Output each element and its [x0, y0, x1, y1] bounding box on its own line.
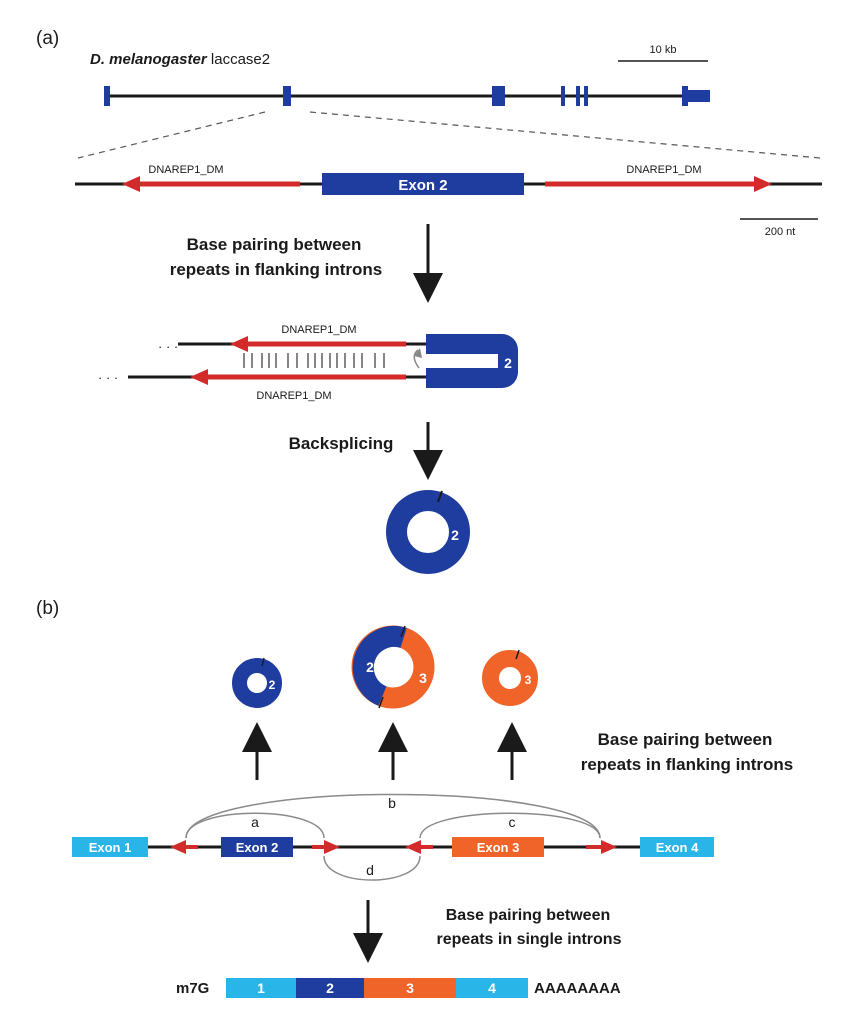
paired-repeat-bottom-label: DNAREP1_DM — [256, 390, 331, 402]
gene-title: D. melanogaster laccase2 — [90, 51, 270, 68]
scale-zoom-label: 200 nt — [765, 226, 796, 238]
step-flank-b-line1: Base pairing between — [598, 730, 773, 749]
junction-mark-2a — [400, 625, 406, 638]
gene-exon-3 — [492, 86, 505, 106]
step-flank-text-line2: repeats in flanking introns — [170, 260, 383, 279]
repeat-arrow-3-head — [405, 840, 421, 854]
scale-gene-label: 10 kb — [650, 44, 677, 56]
arc-d — [323, 855, 421, 881]
gene-exon-6 — [584, 86, 588, 106]
repeat-arrow-4-head — [601, 840, 617, 854]
hairpin-exon-number: 2 — [504, 355, 512, 371]
circrna-exon2-3-blue — [352, 625, 407, 706]
gene-species: D. melanogaster — [90, 51, 208, 68]
step-flank-text-line1: Base pairing between — [187, 235, 362, 254]
gene-exon-7 — [682, 86, 688, 106]
mrna-exon-3-label: 3 — [406, 980, 414, 996]
splice-curl — [413, 349, 420, 369]
step-flank-b-line2: repeats in flanking introns — [581, 755, 794, 774]
step-backsplicing-text: Backsplicing — [289, 434, 394, 453]
gene-exon-2 — [283, 86, 291, 106]
circrna-2-right-number: 3 — [419, 670, 427, 686]
circrna-1-number: 2 — [269, 678, 276, 692]
junction-mark-2b — [378, 696, 384, 709]
exon-3-label: Exon 3 — [477, 840, 520, 855]
mrna-exon-3 — [364, 978, 456, 998]
gene-exon-4 — [561, 86, 565, 106]
exon-2-label: Exon 2 — [236, 840, 279, 855]
ellipsis-bottom: · · · — [98, 370, 118, 385]
step-single-line1: Base pairing between — [446, 907, 611, 924]
zoom-line-right — [309, 111, 821, 159]
repeat-right-label: DNAREP1_DM — [626, 164, 701, 176]
arc-b — [185, 793, 601, 839]
exon-4-label: Exon 4 — [656, 840, 699, 855]
zoom-exon-2-label: Exon 2 — [398, 177, 447, 194]
mrna-exon-2 — [296, 978, 364, 998]
circrna-3-number: 3 — [525, 673, 532, 687]
arc-c-label: c — [509, 814, 516, 830]
exon-4-box — [640, 837, 714, 857]
repeat-arrow-2-head — [324, 840, 340, 854]
gene-name: laccase2 — [211, 51, 270, 68]
exon-3-box — [452, 837, 544, 857]
mrna-exon-4-label: 4 — [488, 980, 496, 996]
circrna-exon2-small — [232, 658, 282, 708]
gene-exon-1 — [104, 86, 110, 106]
paired-repeat-bottom-arrowhead — [190, 369, 208, 385]
circrna-exon3-small — [482, 650, 538, 706]
gene-exon-5 — [576, 86, 580, 106]
gene-exon-utr — [688, 90, 710, 102]
panel-a-label: (a) — [36, 28, 59, 49]
zoom-exon-2 — [322, 173, 524, 195]
splice-curl-head — [414, 348, 422, 358]
exon-2-box — [221, 837, 293, 857]
mrna-exon-4 — [456, 978, 528, 998]
arc-c — [419, 812, 601, 839]
base-pair-ticks — [243, 353, 385, 368]
arc-b-label: b — [388, 795, 396, 811]
circrna-large-number: 2 — [451, 527, 459, 543]
exon-1-box — [72, 837, 148, 857]
hairpin-exon-2 — [426, 334, 518, 388]
cap-label: m7G — [176, 980, 209, 997]
panel-b-label: (b) — [36, 598, 59, 619]
arc-a-label: a — [251, 814, 259, 830]
junction-mark-1 — [261, 657, 265, 667]
junction-mark-3 — [515, 649, 520, 660]
repeat-right-arrowhead — [754, 176, 772, 192]
step-single-line2: repeats in single introns — [437, 931, 622, 948]
repeat-arrow-1-head — [170, 840, 186, 854]
repeat-left-arrowhead — [122, 176, 140, 192]
mrna-exon-1 — [226, 978, 296, 998]
arc-d-label: d — [366, 862, 374, 878]
mrna-exon-1-label: 1 — [257, 980, 265, 996]
paired-repeat-top-arrowhead — [230, 336, 248, 352]
ellipsis-top: · · · — [158, 339, 178, 354]
mrna-exon-2-label: 2 — [326, 980, 334, 996]
polya-label: AAAAAAAA — [534, 980, 621, 997]
junction-mark-large — [437, 490, 443, 503]
paired-repeat-top-label: DNAREP1_DM — [281, 324, 356, 336]
repeat-left-label: DNAREP1_DM — [148, 164, 223, 176]
circrna-exon2-large — [386, 490, 470, 574]
arc-a — [185, 812, 325, 839]
circrna-2-left-number: 2 — [366, 659, 374, 675]
zoom-line-left — [77, 111, 266, 159]
exon-1-label: Exon 1 — [89, 840, 132, 855]
